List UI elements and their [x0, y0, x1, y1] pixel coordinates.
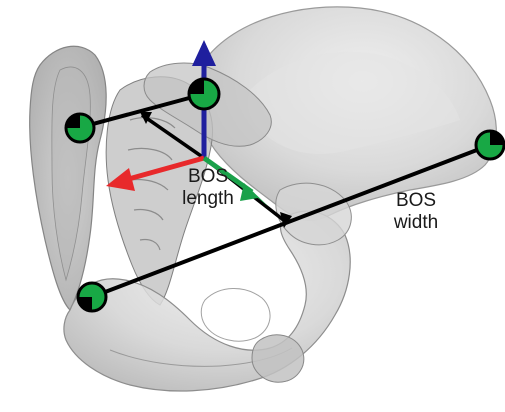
bos-length-label-line2: length [175, 188, 241, 210]
left-asis-marker [66, 114, 94, 142]
left-psis-marker [476, 131, 504, 159]
bos-width-label-line2: width [383, 212, 449, 234]
bos-length-label: BOS length [175, 166, 241, 210]
bos-width-label-line1: BOS [383, 190, 449, 212]
obturator-foramen [201, 288, 270, 341]
ischium [252, 335, 304, 382]
pubic-marker [78, 283, 106, 311]
bos-length-label-line1: BOS [175, 166, 241, 188]
bos-width-label: BOS width [383, 190, 449, 234]
right-asis-marker [189, 79, 219, 109]
